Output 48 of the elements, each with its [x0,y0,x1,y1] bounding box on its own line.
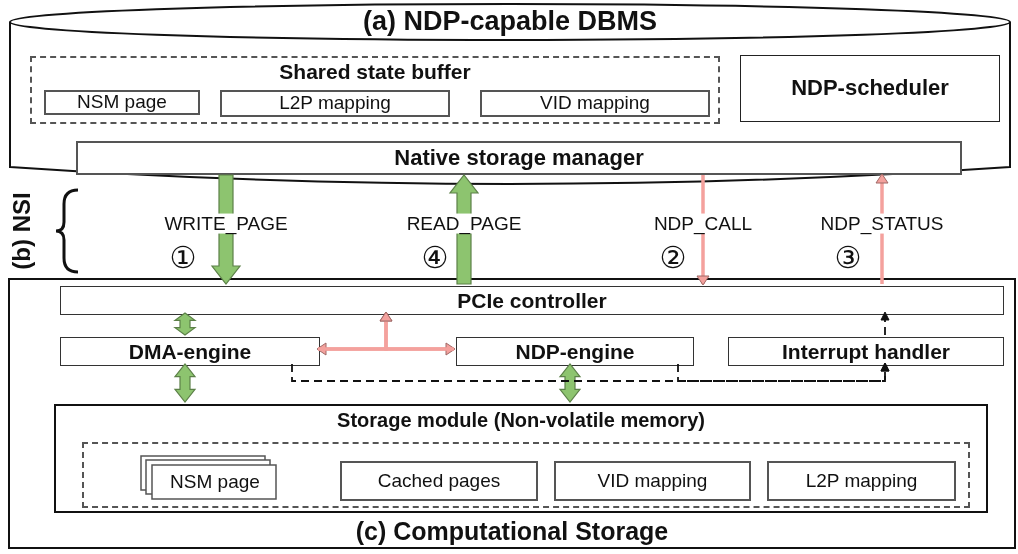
step-number: ① [169,243,197,273]
component-box [480,90,710,117]
step-number: ② [659,243,687,273]
box-label: VID mapping [540,93,650,114]
box-label: Cached pages [377,470,501,492]
outer-box [8,278,1016,549]
component-box [60,286,1004,315]
section-title: (c) Computational Storage [355,517,669,545]
component-box [76,141,962,175]
component-box [740,55,1000,122]
interface-label: (b) NSI [10,192,34,270]
arrow [379,311,454,351]
box-label: L2P mapping [805,470,918,492]
database-cylinder [8,2,1012,185]
dashed-group [82,442,970,508]
stacked-pages [140,455,278,501]
box-label: NSM page [169,469,261,494]
arrow [316,342,456,356]
component-box [456,337,694,366]
component-box [60,337,320,366]
dashed-arrow [880,311,890,336]
group-heading: Shared state buffer [279,60,471,84]
component-box [554,461,751,501]
block-arrow [173,312,197,336]
box-label: Native storage manager [394,145,644,171]
edge-label: WRITE_PAGE [162,213,290,234]
component-box [340,461,538,501]
block-arrow [173,363,197,403]
box-label: NSM page [77,92,167,113]
component-box [220,90,450,117]
box-label: L2P mapping [279,93,391,114]
module-box [54,404,988,513]
box-label: Interrupt handler [782,339,950,364]
box-label: VID mapping [597,470,708,492]
dashed-arrow [677,362,890,382]
box-label: NDP-scheduler [791,76,949,101]
step-number: ③ [834,243,862,273]
box-label: NDP-engine [515,339,635,364]
step-number: ④ [421,243,449,273]
component-box [44,90,200,115]
section-title: (a) NDP-capable DBMS [362,7,657,37]
group-heading: Storage module (Non-volatile memory) [337,409,705,431]
box-label: DMA-engine [128,339,252,364]
block-arrow [558,363,582,403]
box-label: PCIe controller [457,288,607,313]
component-box [767,461,956,501]
component-box [728,337,1004,366]
dashed-group [30,56,720,124]
